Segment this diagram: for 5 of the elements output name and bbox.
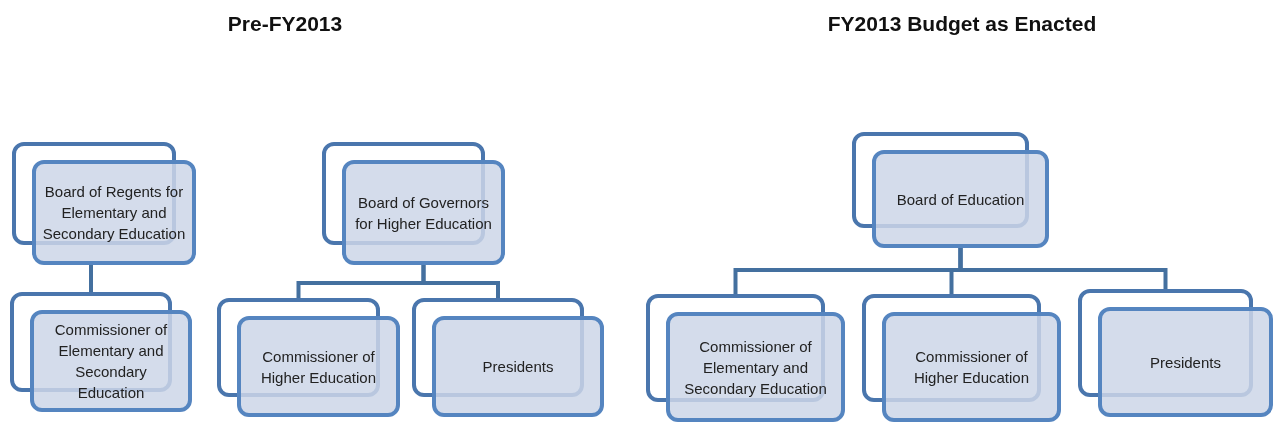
connector-line: [89, 265, 93, 292]
section-heading: Pre-FY2013: [227, 12, 343, 36]
connector-line: [421, 265, 500, 298]
section-heading: FY2013 Budget as Enacted: [827, 12, 1097, 36]
connector-line: [958, 248, 1168, 289]
